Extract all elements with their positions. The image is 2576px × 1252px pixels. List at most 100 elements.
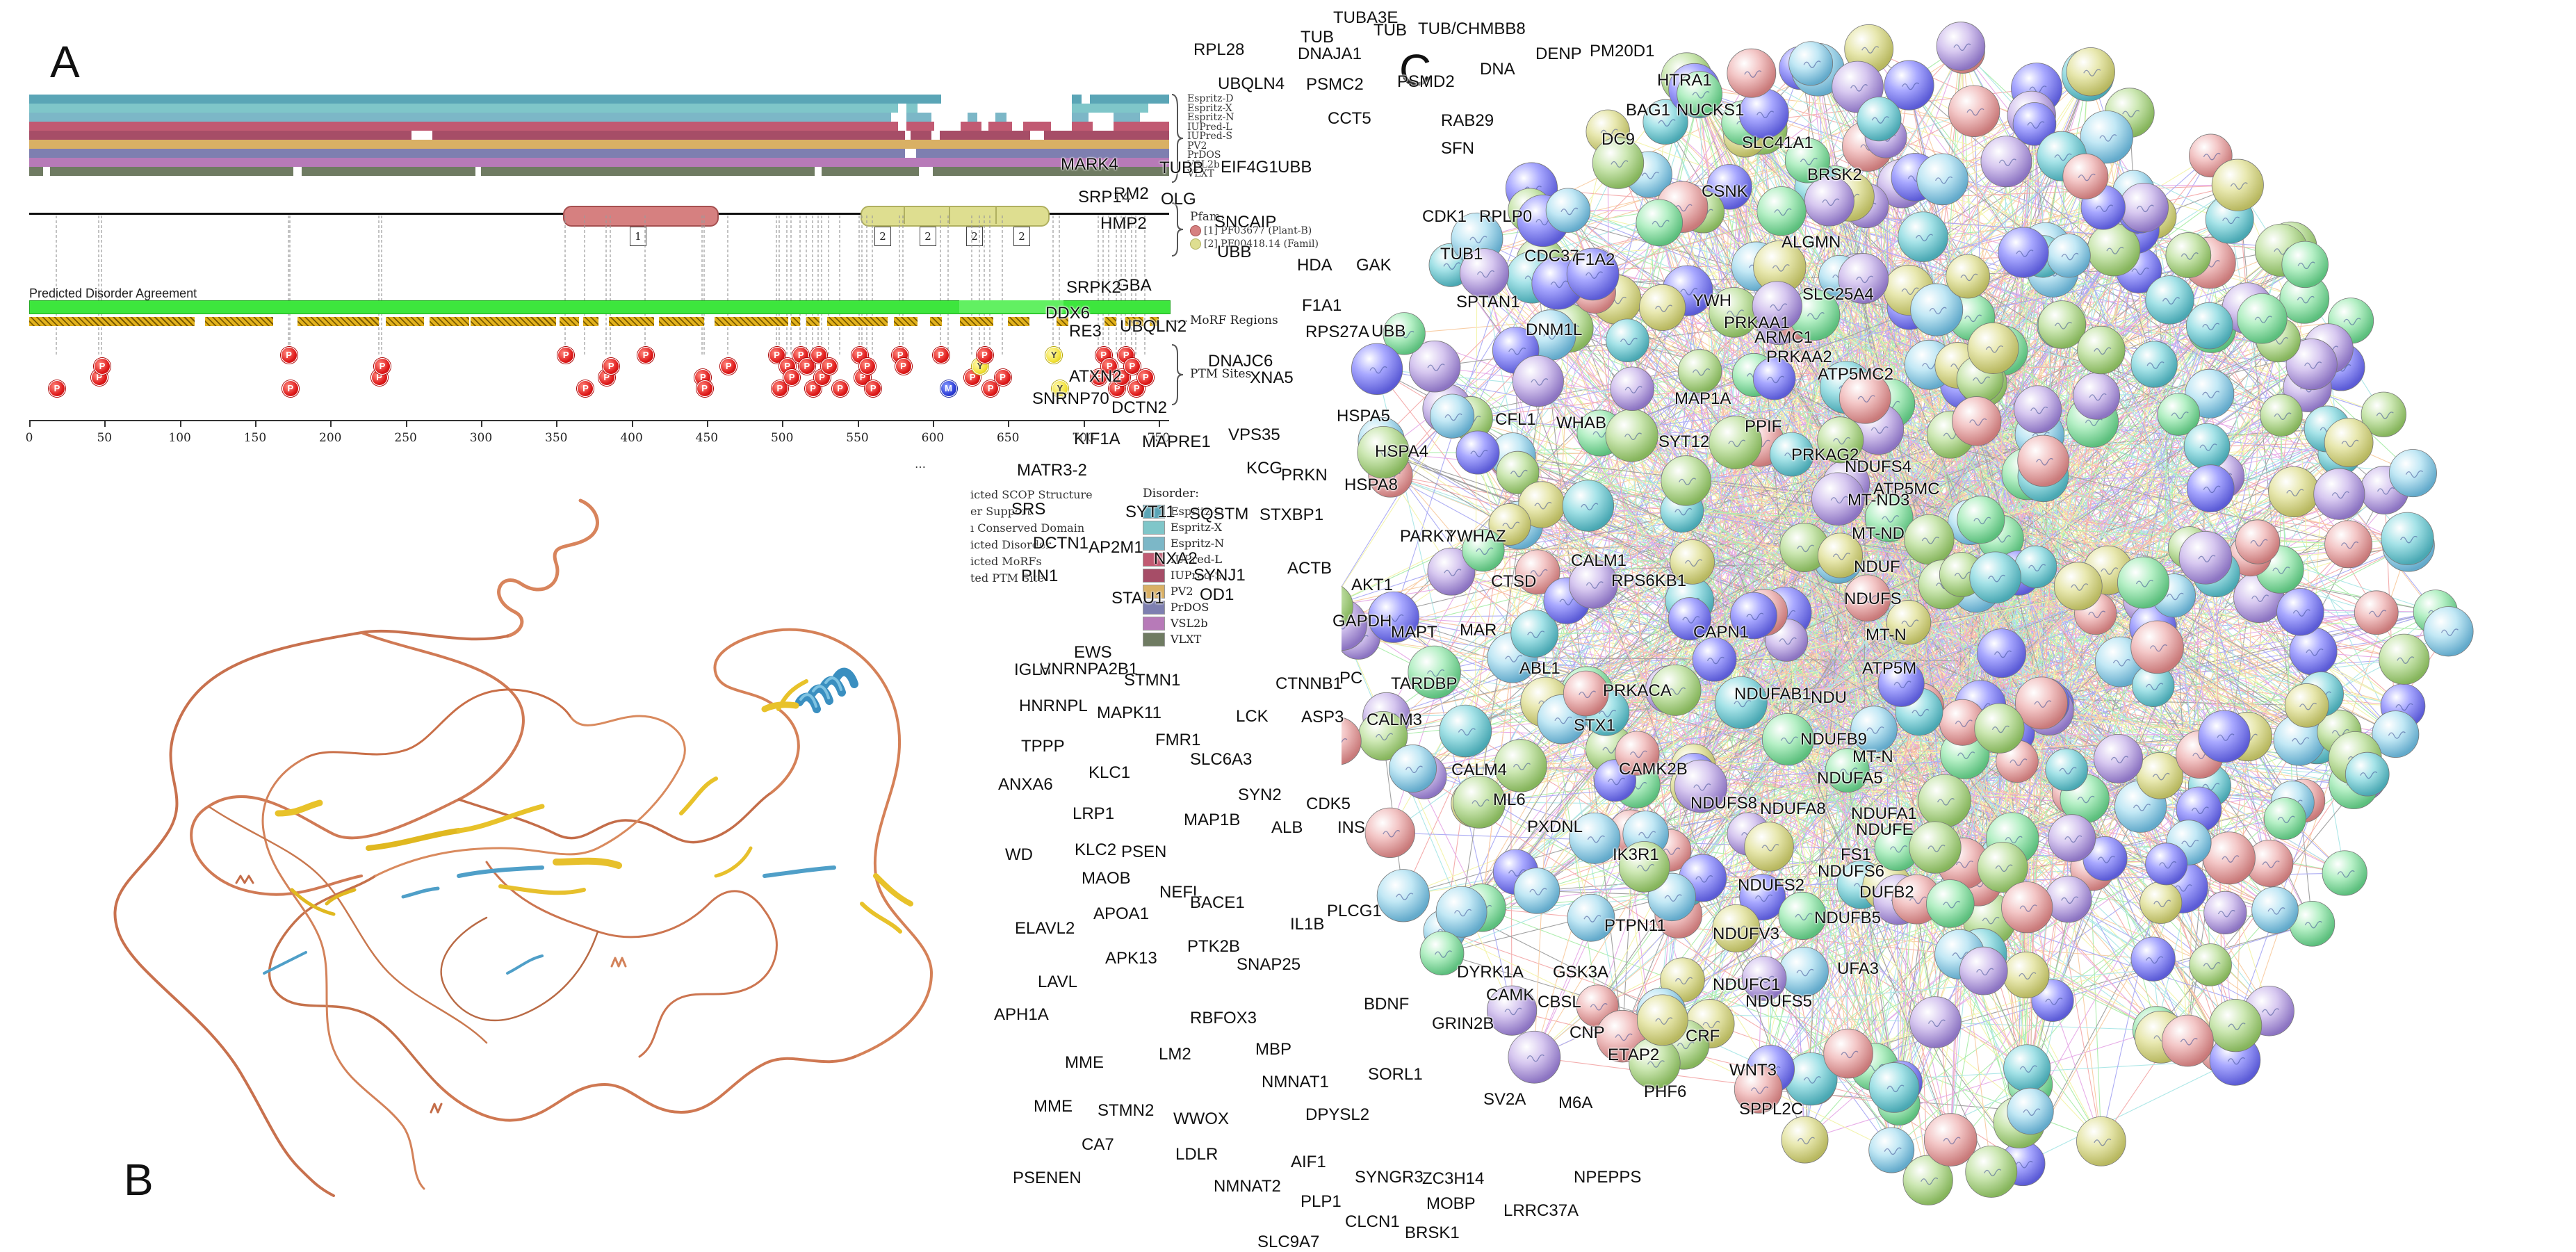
- protein-node[interactable]: [1430, 394, 1474, 438]
- protein-node[interactable]: [2204, 891, 2247, 934]
- protein-node[interactable]: [2237, 293, 2287, 343]
- protein-node[interactable]: [1869, 1063, 1919, 1113]
- protein-node[interactable]: [1968, 323, 2019, 373]
- protein-node[interactable]: [1970, 552, 2021, 603]
- protein-node[interactable]: [1661, 456, 1711, 506]
- protein-node[interactable]: [1563, 671, 1608, 716]
- protein-node[interactable]: [2004, 1045, 2051, 1091]
- protein-node[interactable]: [1436, 886, 1487, 937]
- protein-node[interactable]: [2314, 469, 2365, 519]
- protein-node[interactable]: [2146, 843, 2187, 885]
- protein-node[interactable]: [1636, 200, 1683, 246]
- protein-node[interactable]: [1389, 745, 1436, 792]
- protein-node[interactable]: [2277, 589, 2324, 636]
- protein-node[interactable]: [1693, 637, 1736, 681]
- protein-node[interactable]: [1905, 514, 1955, 564]
- protein-node[interactable]: [1779, 947, 1829, 996]
- protein-node[interactable]: [2325, 521, 2372, 568]
- protein-node[interactable]: [1365, 808, 1415, 858]
- protein-node[interactable]: [2146, 276, 2194, 325]
- protein-node[interactable]: [1606, 319, 1649, 362]
- protein-node[interactable]: [2166, 233, 2211, 278]
- protein-node[interactable]: [1640, 284, 1686, 330]
- protein-node[interactable]: [2354, 591, 2398, 635]
- protein-node[interactable]: [2076, 1116, 2126, 1166]
- protein-node[interactable]: [2324, 418, 2373, 467]
- protein-node[interactable]: [2131, 341, 2177, 387]
- protein-node[interactable]: [2078, 326, 2126, 374]
- protein-node[interactable]: [1898, 212, 1948, 262]
- protein-node[interactable]: [2260, 394, 2302, 436]
- protein-node[interactable]: [2131, 621, 2184, 674]
- protein-node[interactable]: [2212, 159, 2263, 211]
- protein-node[interactable]: [2252, 887, 2299, 934]
- protein-node[interactable]: [2137, 752, 2183, 799]
- protein-node[interactable]: [1456, 431, 1499, 474]
- protein-node[interactable]: [2269, 466, 2319, 517]
- protein-node[interactable]: [1757, 186, 1806, 235]
- protein-node[interactable]: [1637, 995, 1688, 1046]
- protein-node[interactable]: [2054, 562, 2102, 610]
- protein-node[interactable]: [2285, 683, 2329, 727]
- protein-node[interactable]: [2140, 881, 2182, 923]
- protein-node[interactable]: [2235, 520, 2279, 564]
- protein-node[interactable]: [2379, 634, 2429, 684]
- protein-node[interactable]: [2381, 512, 2434, 564]
- protein-node[interactable]: [2282, 241, 2329, 288]
- protein-node[interactable]: [1959, 947, 2007, 995]
- protein-node[interactable]: [2186, 302, 2233, 349]
- protein-node[interactable]: [1978, 629, 2026, 678]
- protein-node[interactable]: [1975, 704, 2024, 753]
- protein-node[interactable]: [2424, 607, 2473, 656]
- protein-node[interactable]: [2045, 876, 2092, 922]
- protein-node[interactable]: [2046, 749, 2088, 791]
- protein-node[interactable]: [2048, 815, 2096, 862]
- protein-node[interactable]: [1926, 880, 1974, 928]
- protein-node[interactable]: [1513, 356, 1563, 407]
- protein-node[interactable]: [1824, 1029, 1873, 1078]
- protein-node[interactable]: [2014, 386, 2062, 433]
- protein-node[interactable]: [2063, 154, 2108, 199]
- protein-node[interactable]: [2209, 999, 2261, 1051]
- protein-node[interactable]: [1948, 86, 2000, 137]
- protein-node[interactable]: [1909, 822, 1961, 873]
- protein-node[interactable]: [2162, 1015, 2213, 1066]
- protein-node[interactable]: [1953, 397, 2002, 446]
- protein-node[interactable]: [2003, 952, 2049, 998]
- protein-node[interactable]: [2345, 752, 2389, 796]
- protein-node[interactable]: [1563, 480, 1614, 532]
- protein-node[interactable]: [2066, 47, 2114, 95]
- protein-node[interactable]: [1678, 350, 1722, 393]
- protein-node[interactable]: [2001, 881, 2052, 932]
- protein-node[interactable]: [2119, 183, 2168, 231]
- protein-node[interactable]: [1611, 367, 1654, 411]
- protein-node[interactable]: [2117, 557, 2169, 608]
- protein-node[interactable]: [1946, 254, 1990, 298]
- protein-node[interactable]: [2131, 937, 2175, 981]
- protein-node[interactable]: [1789, 42, 1833, 86]
- protein-node[interactable]: [1957, 496, 2005, 544]
- protein-node[interactable]: [1782, 1116, 1828, 1163]
- protein-node[interactable]: [2322, 851, 2367, 895]
- protein-node[interactable]: [1342, 717, 1361, 765]
- protein-node[interactable]: [2047, 234, 2090, 277]
- protein-node[interactable]: [1918, 774, 1971, 827]
- protein-node[interactable]: [2073, 373, 2120, 419]
- protein-node[interactable]: [1857, 97, 1901, 141]
- protein-node[interactable]: [1606, 409, 1658, 462]
- protein-node[interactable]: [2007, 1088, 2054, 1135]
- protein-node[interactable]: [1966, 1146, 2017, 1197]
- protein-node[interactable]: [1745, 822, 1794, 872]
- protein-node[interactable]: [1727, 49, 1776, 97]
- protein-node[interactable]: [2018, 435, 2069, 487]
- protein-node[interactable]: [2094, 734, 2143, 783]
- protein-node[interactable]: [2264, 797, 2306, 839]
- protein-node[interactable]: [1981, 136, 2032, 187]
- protein-node[interactable]: [2179, 531, 2232, 584]
- protein-node[interactable]: [2190, 944, 2232, 986]
- protein-node[interactable]: [2389, 450, 2436, 497]
- protein-node[interactable]: [2187, 465, 2234, 512]
- protein-node[interactable]: [1937, 22, 1985, 71]
- protein-node[interactable]: [2199, 710, 2250, 762]
- protein-node[interactable]: [1998, 227, 2048, 277]
